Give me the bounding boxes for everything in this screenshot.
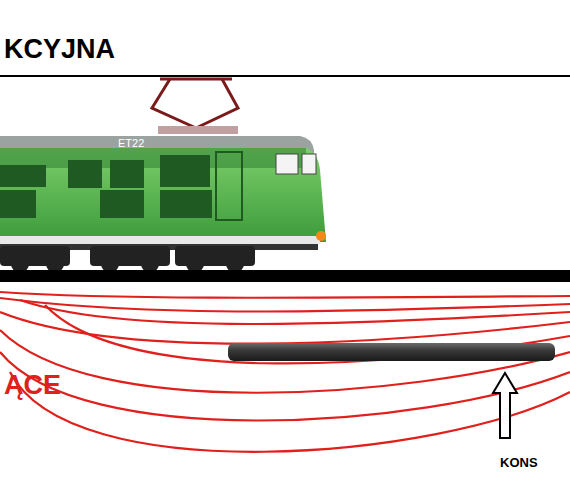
stray-current-label: ĄCE <box>4 370 61 401</box>
locomotive <box>0 126 326 273</box>
pipe <box>228 343 555 361</box>
title: KCYJNA <box>4 34 115 65</box>
construction-label: KONS <box>500 455 538 470</box>
locomotive-number: ET22 <box>118 137 144 149</box>
overhead-wire <box>0 75 570 77</box>
pantograph <box>152 79 238 134</box>
arrow <box>493 373 517 438</box>
rail <box>0 270 570 282</box>
stray-current-lines <box>0 292 570 452</box>
